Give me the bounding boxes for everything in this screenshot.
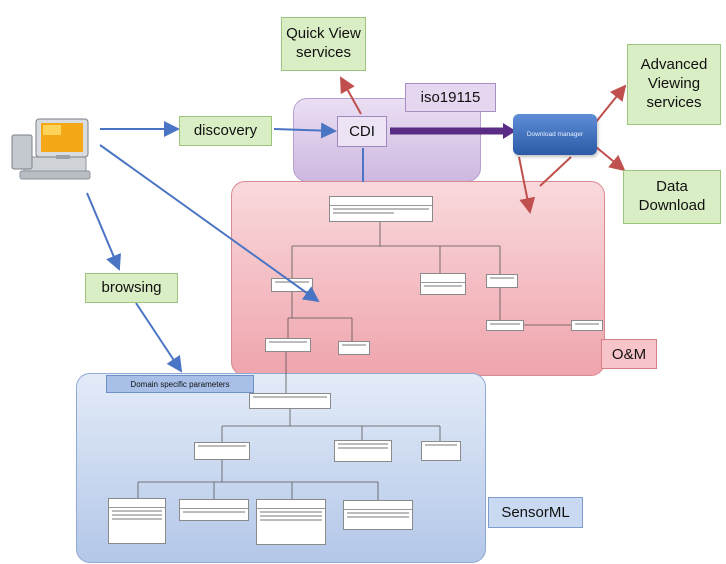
sml-uml-right: [421, 441, 461, 461]
browsing-box: browsing: [85, 273, 178, 303]
om-uml-bottom-mid: [338, 341, 370, 355]
cdi-box: CDI: [337, 116, 387, 147]
browsing-label: browsing: [101, 278, 162, 296]
domain-specific-parameters-label: Domain specific parameters: [106, 375, 254, 393]
sensorml-label: SensorML: [488, 497, 583, 528]
iso19115-panel: [293, 98, 481, 182]
om-uml-bottom-left: [265, 338, 311, 352]
advanced-viewing-label: Advanced Viewing services: [640, 56, 708, 111]
quick-view-services-box: Quick View services: [281, 17, 366, 71]
sml-uml-leaf-1: [108, 498, 166, 544]
sml-uml-root: [249, 393, 331, 409]
sml-uml-leaf-4: [343, 500, 413, 530]
om-uml-bottom-right: [486, 320, 524, 331]
quick-view-label: Quick View services: [286, 25, 361, 61]
om-uml-far-right: [571, 320, 603, 331]
discovery-label: discovery: [193, 121, 258, 139]
om-label: O&M: [601, 339, 657, 369]
om-uml-root: [329, 196, 433, 222]
om-uml-center: [420, 273, 466, 295]
sml-uml-left: [194, 442, 250, 460]
sml-uml-leaf-2: [179, 499, 249, 521]
om-uml-right: [486, 274, 518, 288]
sml-uml-mid: [334, 440, 392, 462]
iso19115-label: iso19115: [405, 83, 496, 112]
download-manager-box: Download manager: [513, 114, 597, 155]
data-download-box: Data Download: [623, 170, 721, 224]
sml-uml-leaf-3: [256, 499, 326, 545]
data-download-label: Data Download: [638, 178, 706, 214]
advanced-viewing-services-box: Advanced Viewing services: [627, 44, 721, 125]
computer-icon: [10, 115, 102, 185]
discovery-box: discovery: [179, 116, 272, 146]
